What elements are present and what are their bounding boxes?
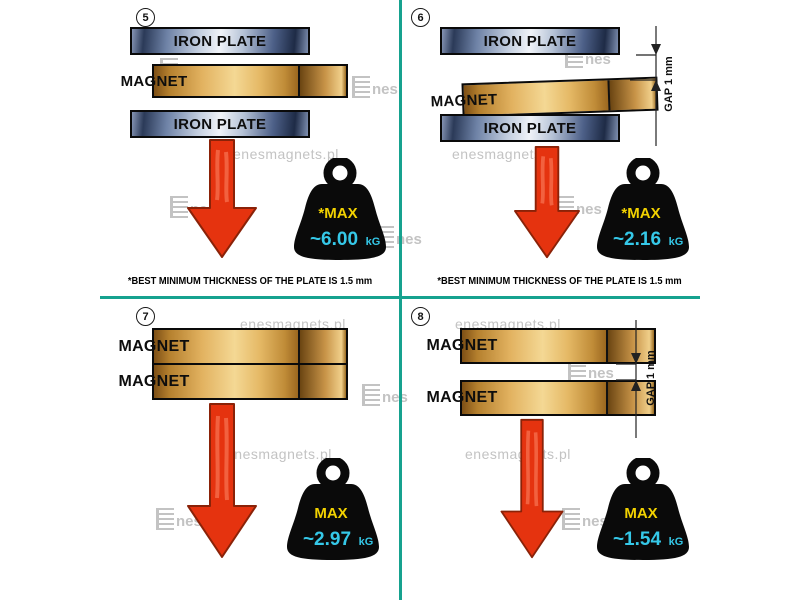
force-value: ~1.54 [613, 529, 662, 550]
watermark-text: enesmagnets.pl [452, 146, 558, 162]
plate-thickness-note: *BEST MINIMUM THICKNESS OF THE PLATE IS … [111, 276, 390, 287]
weight-handle [323, 158, 357, 190]
watermark-logo: nes [568, 360, 614, 382]
max-label: *MAX [621, 205, 660, 222]
magnet-bar: MAGNET [121, 64, 348, 98]
max-label: MAX [624, 505, 657, 522]
enes-logo-lines-icon [562, 508, 580, 530]
max-label: *MAX [318, 205, 357, 222]
enes-logo-lines-icon [362, 384, 380, 406]
watermark-text: enesmagnets.pl [465, 446, 571, 462]
weight-icon: MAX ~1.54 kG [597, 458, 689, 560]
plate-thickness-note: *BEST MINIMUM THICKNESS OF THE PLATE IS … [422, 276, 696, 287]
weight-body [294, 184, 386, 260]
watermark-logo-text: nes [582, 513, 608, 530]
force-unit: kG [359, 536, 374, 548]
magnet-bar: MAGNET [118, 363, 348, 400]
watermark-text: enesmagnets.pl [233, 146, 339, 162]
magnet-bar: MAGNET [426, 380, 656, 416]
gap-label: GAP 1 mm [645, 350, 657, 406]
pull-force-arrow [187, 139, 257, 258]
note-text: *BEST MINIMUM THICKNESS OF THE PLATE IS [437, 276, 647, 287]
force-unit: kG [669, 236, 684, 248]
panel-number: 6 [411, 8, 430, 27]
watermark-logo-text: nes [396, 231, 422, 248]
pull-force-arrow [187, 403, 257, 558]
panel-number: 7 [136, 307, 155, 326]
weight-handle [626, 458, 660, 490]
vertical-divider [399, 0, 402, 600]
enes-logo-lines-icon [568, 360, 586, 382]
note-value: 1.5 mm [340, 276, 373, 287]
force-unit: kG [366, 236, 381, 248]
weight-body [597, 484, 689, 560]
weight-body [597, 184, 689, 260]
weight-icon: *MAX ~2.16 kG [597, 158, 689, 260]
pull-force-arrow [514, 145, 580, 259]
enes-logo-lines-icon [156, 508, 174, 530]
gap-dimension: GAP 1 mm [616, 320, 657, 438]
enes-logo-lines-icon [352, 76, 370, 98]
panel-number: 5 [136, 8, 155, 27]
pull-force-arrow [500, 418, 564, 559]
weight-icon: MAX ~2.97 kG [287, 458, 379, 560]
watermark-text: enesmagnets.pl [226, 446, 332, 462]
enes-logo-lines-icon [170, 196, 188, 218]
iron-plate-bar: IRON PLATE [440, 114, 620, 142]
watermark-logo-text: nes [382, 389, 408, 406]
panel-number: 8 [411, 307, 430, 326]
weight-handle [316, 458, 350, 490]
iron-plate-bar: IRON PLATE [130, 27, 310, 55]
magnet-bar: MAGNET [430, 76, 659, 118]
watermark-logo-text: nes [576, 201, 602, 218]
weight-icon: *MAX ~6.00 kG [294, 158, 386, 260]
watermark-logo-text: nes [585, 51, 611, 68]
gap-dimension: GAP 1 mm [630, 26, 675, 146]
gap-label: GAP 1 mm [663, 56, 675, 112]
force-unit: kG [669, 536, 684, 548]
force-value: ~2.97 [303, 529, 351, 550]
weight-body [287, 484, 379, 560]
force-value: ~2.16 [613, 229, 661, 250]
watermark-logo: nes [352, 76, 398, 98]
magnet-bar: MAGNET [426, 328, 656, 364]
magnet-bar: MAGNET [118, 328, 348, 365]
weight-handle [626, 158, 660, 190]
horizontal-divider [100, 296, 700, 299]
watermark-logo-text: nes [372, 81, 398, 98]
note-text: *BEST MINIMUM THICKNESS OF THE PLATE IS [127, 276, 338, 287]
note-value: 1.5 mm [649, 276, 682, 287]
iron-plate-bar: IRON PLATE [440, 27, 620, 55]
watermark-logo: nes [562, 508, 608, 530]
force-value: ~6.00 [310, 229, 358, 250]
watermark-logo-text: nes [588, 365, 614, 382]
max-label: MAX [314, 505, 347, 522]
iron-plate-bar: IRON PLATE [130, 110, 310, 138]
